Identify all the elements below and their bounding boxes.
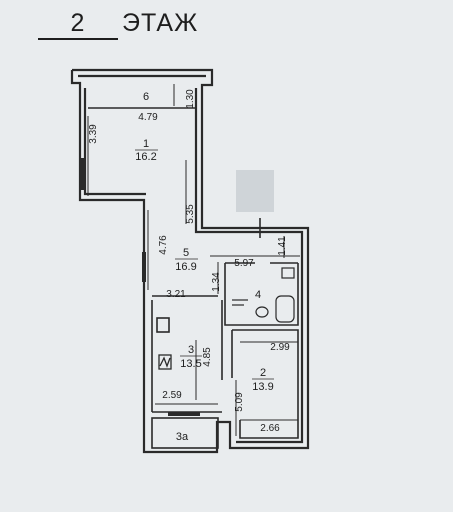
dimension-labels: 4.79 1.30 3.39 5.35 4.76 5.97 1.41 3.21 … — [88, 89, 290, 434]
room-4-id: 4 — [255, 289, 261, 301]
toilet-icon — [255, 306, 269, 318]
bathroom-fixtures — [232, 267, 295, 323]
stove-icon — [158, 354, 172, 370]
room-labels: 6 1 16.2 5 16.9 4 3 13.5 2 13.9 3а — [135, 91, 274, 443]
room-5-id: 5 — [183, 247, 189, 259]
dim-485: 4.85 — [202, 347, 213, 367]
floor-number: 2 — [38, 8, 118, 40]
room-2-id: 2 — [260, 367, 266, 379]
dim-535: 5.35 — [185, 204, 196, 224]
dim-597: 5.97 — [234, 258, 254, 269]
room-2-area: 13.9 — [252, 381, 273, 393]
dim-476: 4.76 — [158, 235, 169, 255]
dim-130: 1.30 — [185, 89, 196, 109]
dim-299: 2.99 — [270, 342, 290, 353]
room-3-area: 13.5 — [180, 358, 201, 370]
room-6-id: 6 — [143, 91, 149, 103]
floor-word: ЭТАЖ — [122, 9, 199, 37]
sink-icon — [281, 267, 295, 279]
dim-259: 2.59 — [162, 390, 182, 401]
dim-141: 1.41 — [277, 236, 288, 256]
inner-walls — [80, 107, 299, 449]
room-5-area: 16.9 — [175, 261, 196, 273]
bathtub-icon — [275, 295, 295, 323]
dimension-lines — [87, 84, 300, 436]
dim-479: 4.79 — [138, 112, 158, 123]
dim-134: 1.34 — [211, 272, 222, 292]
blurred-stamp — [236, 170, 274, 212]
dim-339: 3.39 — [88, 124, 99, 144]
room-1-area: 16.2 — [135, 151, 156, 163]
room-1-id: 1 — [143, 138, 149, 150]
dim-321: 3.21 — [166, 289, 186, 300]
dim-509: 5.09 — [234, 392, 245, 412]
room-3a-id: 3а — [176, 431, 189, 443]
room-3-id: 3 — [188, 344, 194, 356]
dim-266: 2.66 — [260, 423, 280, 434]
